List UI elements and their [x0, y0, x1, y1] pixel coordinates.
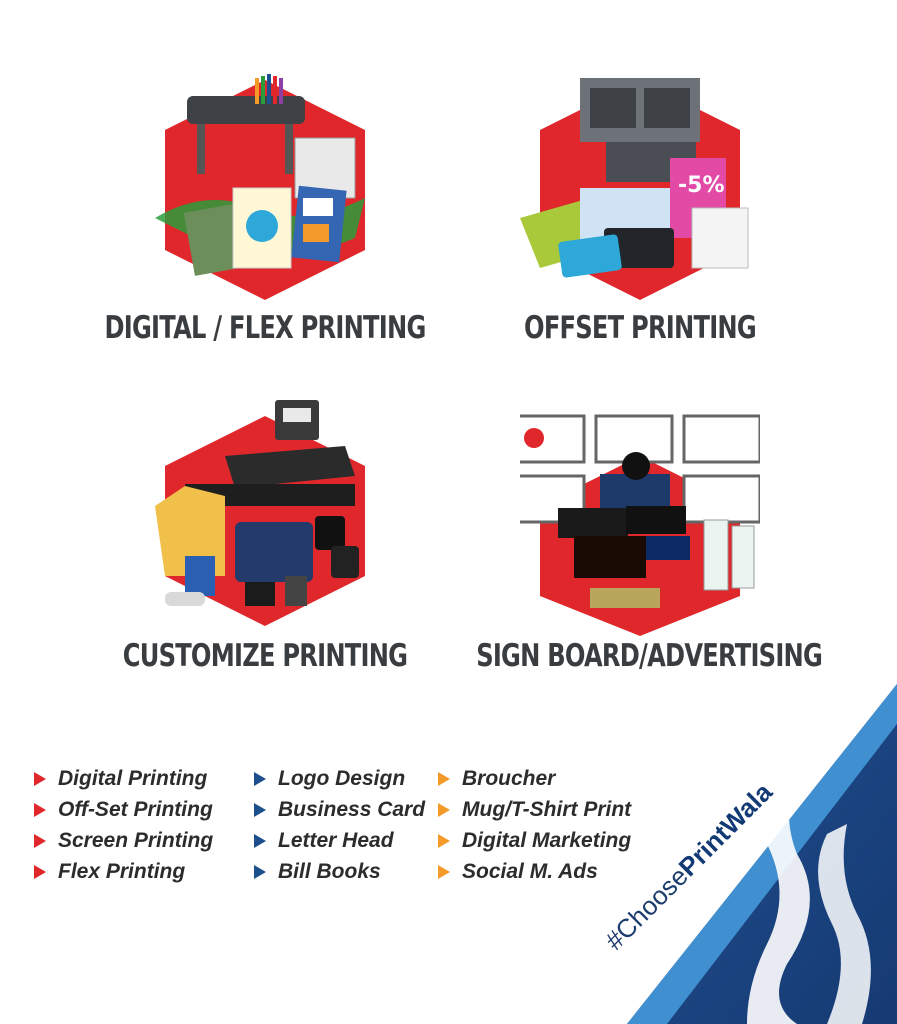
triangle-bullet-icon	[254, 833, 266, 848]
printer-icon	[155, 74, 365, 300]
triangle-bullet-icon	[34, 771, 46, 786]
list-item: Social M. Ads	[438, 856, 631, 887]
triangle-bullet-icon	[438, 833, 450, 848]
service-offset: -5% OFFSET PRINTING	[430, 68, 850, 428]
triangle-bullet-icon	[34, 802, 46, 817]
list-column-3: Broucher Mug/T-Shirt Print Digital Marke…	[438, 763, 631, 887]
signboard-icon	[520, 414, 760, 636]
service-signboard: SIGN BOARD/ADVERTISING	[430, 396, 850, 756]
list-item: Letter Head	[254, 825, 438, 856]
list-item: Business Card	[254, 794, 438, 825]
list-column-2: Logo Design Business Card Letter Head Bi…	[254, 763, 438, 887]
service-title: OFFSET PRINTING	[524, 310, 757, 346]
triangle-bullet-icon	[254, 864, 266, 879]
triangle-bullet-icon	[438, 802, 450, 817]
service-title: DIGITAL / FLEX PRINTING	[104, 310, 426, 346]
triangle-bullet-icon	[438, 771, 450, 786]
heat-press-icon	[155, 400, 365, 626]
service-title: CUSTOMIZE PRINTING	[122, 638, 408, 674]
list-item: Flex Printing	[34, 856, 254, 887]
triangle-bullet-icon	[438, 864, 450, 879]
list-item: Broucher	[438, 763, 631, 794]
list-item: Digital Marketing	[438, 825, 631, 856]
svg-text:-5%: -5%	[678, 173, 724, 198]
list-item: Logo Design	[254, 763, 438, 794]
service-title: SIGN BOARD/ADVERTISING	[476, 638, 823, 674]
offset-press-icon: -5%	[520, 78, 749, 300]
list-item: Off-Set Printing	[34, 794, 254, 825]
service-customize: CUSTOMIZE PRINTING	[55, 396, 475, 756]
list-column-1: Digital Printing Off-Set Printing Screen…	[34, 763, 254, 887]
list-item: Mug/T-Shirt Print	[438, 794, 631, 825]
list-item: Bill Books	[254, 856, 438, 887]
list-item: Digital Printing	[34, 763, 254, 794]
triangle-bullet-icon	[34, 833, 46, 848]
triangle-bullet-icon	[254, 802, 266, 817]
list-item: Screen Printing	[34, 825, 254, 856]
service-lists: Digital Printing Off-Set Printing Screen…	[34, 763, 631, 887]
triangle-bullet-icon	[254, 771, 266, 786]
service-digital-flex: DIGITAL / FLEX PRINTING	[55, 68, 475, 428]
brand-corner-graphic	[627, 684, 897, 1024]
triangle-bullet-icon	[34, 864, 46, 879]
